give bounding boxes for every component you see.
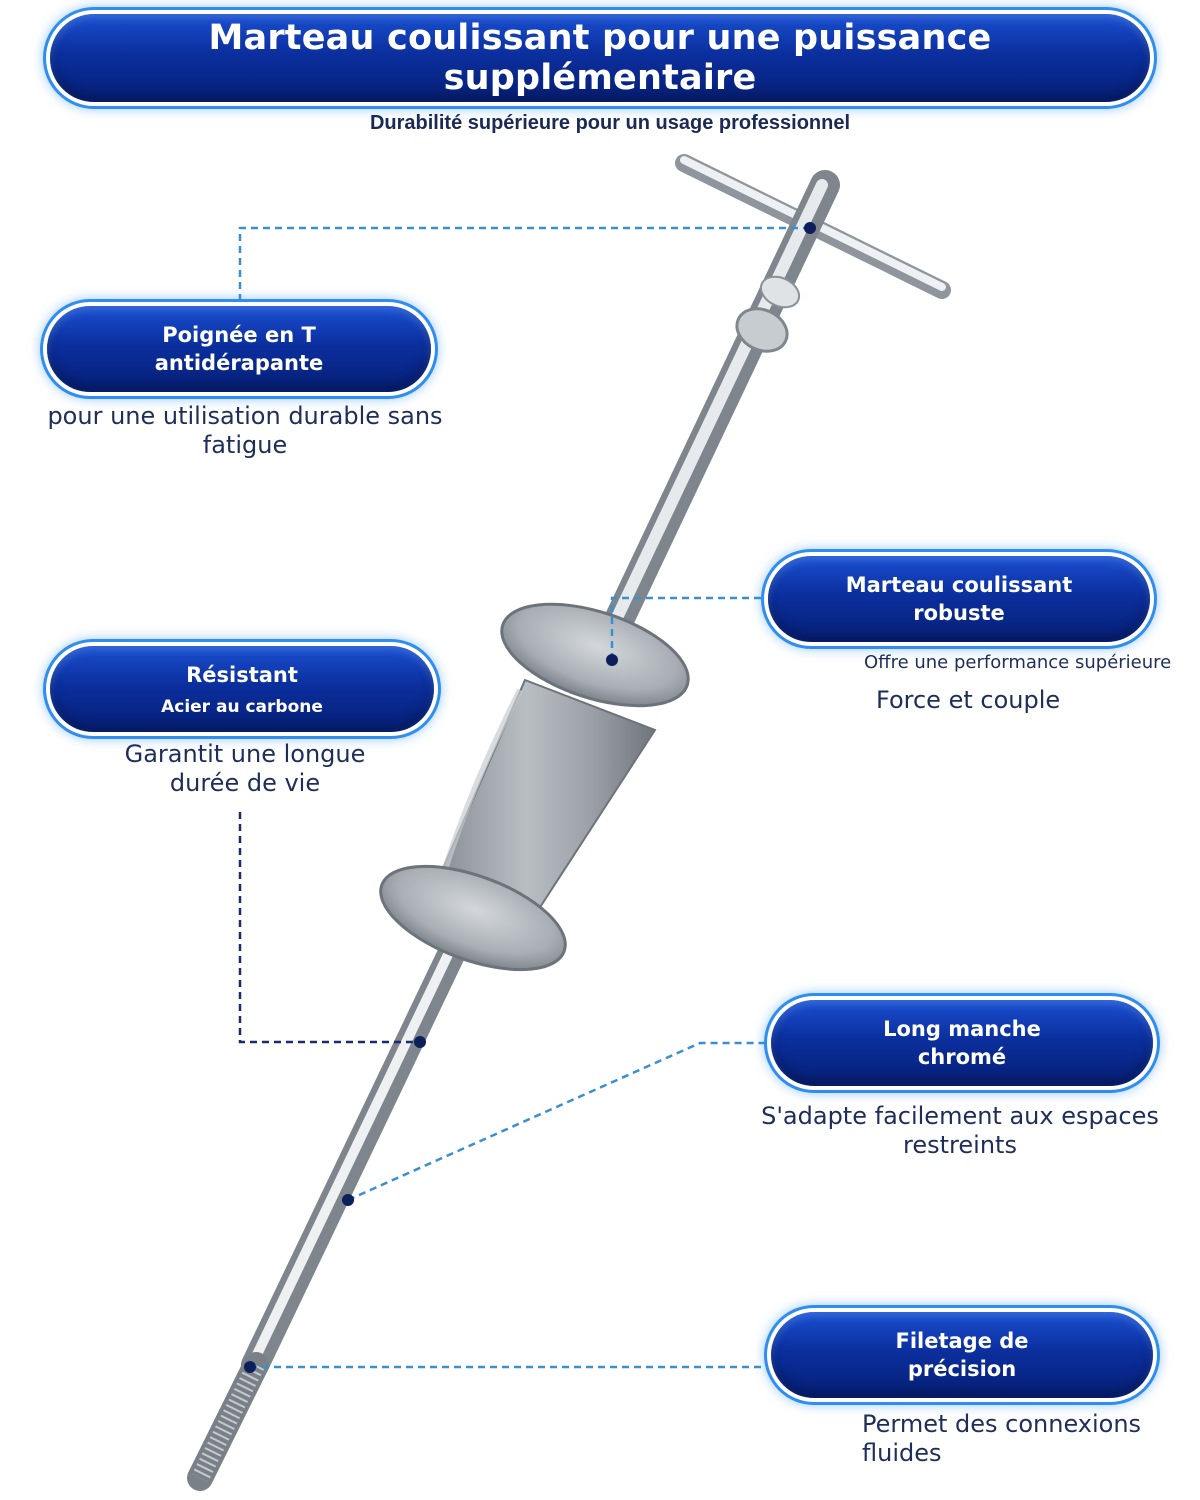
callout-slide-hammer-title-1: Marteau coulissant [845,573,1073,597]
callout-t-handle-desc-1: pour une utilisation durable sans [47,402,443,430]
upper-shaft [585,170,840,675]
callout-threading: Filetage de précision [771,1312,1153,1398]
callout-slide-hammer-title-2: robuste [913,601,1005,625]
callout-threading-title-1: Filetage de [895,1329,1029,1353]
callout-resistant-desc-1: Garantit une longue [124,740,366,768]
callout-slide-hammer-desc: Force et couple [876,686,1061,714]
callout-slide-hammer-desc-small: Offre une performance supérieure [864,652,1172,673]
threaded-tip [187,1352,269,1491]
callout-threading-title-2: précision [907,1357,1017,1381]
callout-resistant: Résistant Acier au carbone [50,646,434,732]
leader-line-long-handle [342,1041,770,1206]
callout-long-handle-title-2: chromé [917,1045,1007,1069]
lower-shaft [241,926,472,1379]
callout-threading-desc-1: Permet des connexions [862,1410,1142,1438]
callout-long-handle: Long manche chromé [771,1000,1153,1086]
callout-resistant-title: Résistant [186,663,298,687]
callout-t-handle: Poignée en T antidérapante [47,306,431,392]
callout-long-handle-title-1: Long manche [883,1017,1041,1041]
callout-resistant-subtitle: Acier au carbone [161,697,323,717]
callout-t-handle-desc-2: fatigue [202,431,288,459]
callout-t-handle-title-1: Poignée en T [162,323,316,347]
leader-line-t-handle [238,222,816,305]
main-title-banner: Marteau coulissant pour une puissance su… [50,14,1150,102]
shaft-collar [735,275,801,353]
page-title: Marteau coulissant pour une puissance su… [208,18,992,98]
slide-weight [379,602,690,972]
callout-long-handle-desc: S'adapte facilement aux espaces restrein… [740,1102,1180,1160]
callout-t-handle-title-2: antidérapante [154,351,324,375]
callout-t-handle-desc: pour une utilisation durable sans fatigu… [20,402,470,460]
callout-slide-hammer: Marteau coulissant robuste [768,556,1150,642]
leader-line-resistant [238,812,426,1048]
callout-resistant-desc-2: durée de vie [169,769,321,797]
leader-line-slide-hammer [606,596,768,666]
callout-long-handle-desc-1: S'adapte facilement aux espaces [761,1102,1159,1130]
callout-threading-desc-2: fluides [862,1439,942,1467]
page-subtitle: Durabilité supérieure pour un usage prof… [369,112,851,134]
callout-resistant-desc: Garantit une longue durée de vie [95,740,395,798]
callout-threading-desc: Permet des connexions fluides [862,1410,1182,1468]
callout-long-handle-desc-2: restreints [903,1131,1017,1159]
leader-line-threading [244,1361,770,1373]
